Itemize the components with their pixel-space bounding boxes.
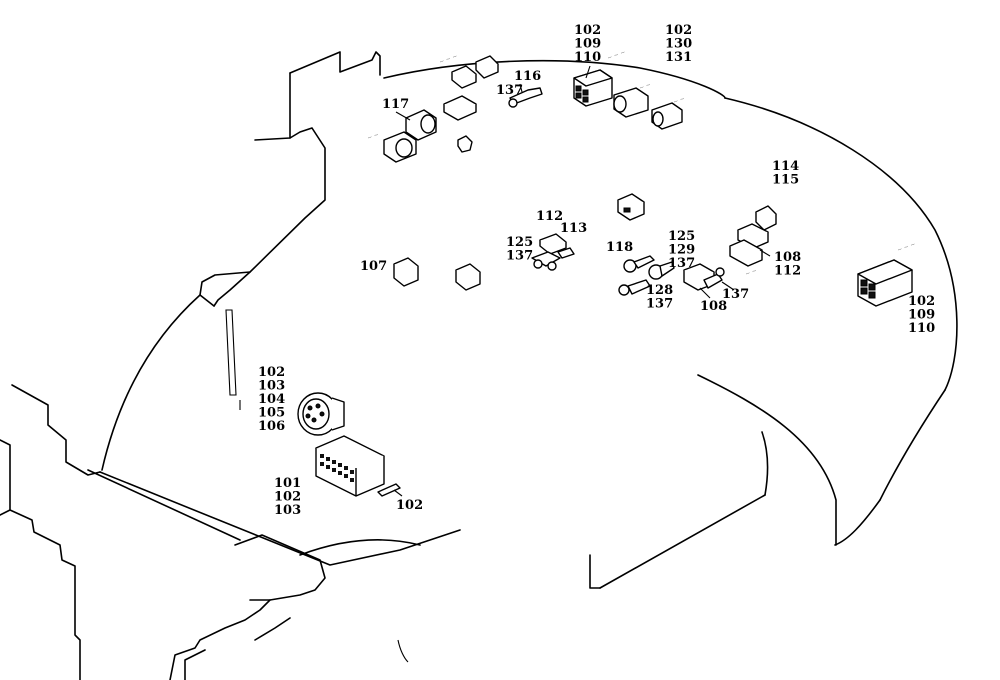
callout-number: 105 [258, 406, 285, 421]
leader-108 [759, 249, 771, 257]
callout-c-118: 118 [606, 240, 633, 255]
connector-107 [393, 257, 481, 291]
callout-c-113: 113 [560, 221, 587, 236]
callout-number: 102 [274, 490, 301, 505]
callout-number: 125 [506, 235, 533, 250]
callout-number: 130 [665, 37, 692, 52]
callout-number: 109 [574, 37, 601, 52]
callout-number: 116 [514, 69, 541, 84]
connector-102-109-110-right [857, 259, 913, 307]
callout-number: 113 [560, 221, 587, 236]
callout-number: 131 [665, 50, 692, 65]
svg-text:~ ~ ~: ~ ~ ~ [896, 241, 916, 254]
svg-text:~ ~ ~: ~ ~ ~ [606, 49, 626, 62]
callout-number: 137 [722, 287, 749, 302]
callout-number: 103 [258, 379, 285, 394]
callout-number: 101 [274, 476, 301, 491]
svg-text:~ ~: ~ ~ [638, 81, 652, 92]
callout-number: 103 [274, 503, 301, 518]
callout-number: 102 [574, 23, 601, 38]
callout-number: 137 [646, 297, 673, 312]
terminal-116 [508, 83, 543, 108]
callout-number: 129 [668, 243, 695, 258]
callout-number: 114 [772, 159, 799, 174]
parts [297, 55, 913, 497]
callout-c-117: 117 [382, 97, 409, 112]
callout-number: 118 [606, 240, 633, 255]
leader-108b [699, 287, 711, 299]
callout-c-107: 107 [360, 259, 387, 274]
round-connector-102-106 [297, 392, 345, 436]
callout-number: 117 [382, 97, 409, 112]
callout-number: 128 [646, 283, 673, 298]
callout-number: 137 [496, 83, 523, 98]
svg-text:~ ~: ~ ~ [672, 95, 686, 106]
callout-c-108b: 108 [700, 299, 727, 314]
multipin-block-101-103 [315, 435, 401, 497]
callout-number: 102 [908, 294, 935, 309]
callout-number: 102 [665, 23, 692, 38]
svg-text:~ ~ ~: ~ ~ ~ [438, 53, 458, 66]
terminal-118 [618, 255, 675, 296]
callout-c-116: 116 [514, 69, 541, 84]
callout-number: 137 [668, 256, 695, 271]
callout-number: 112 [536, 209, 563, 224]
svg-text:~ ~: ~ ~ [744, 267, 758, 278]
callout-c-137b: 137 [722, 287, 749, 302]
connector-102-109-110-top [573, 65, 613, 107]
leader-pin [393, 489, 403, 497]
connector-group-top-left [443, 55, 499, 153]
callout-number: 106 [258, 419, 285, 434]
callout-number: 107 [360, 259, 387, 274]
callout-number: 108 [700, 299, 727, 314]
connector-center [617, 193, 645, 221]
callout-number: 110 [908, 321, 935, 336]
callout-number: 112 [774, 264, 801, 279]
terminal-112-113 [531, 233, 575, 271]
reference-marks: ~ ~ ~ ~ ~ ~ ~ ~ ~ ~ ~ ~ ~ ~ ~ ~ ~ [366, 49, 916, 278]
callout-number: 137 [506, 249, 533, 264]
callout-number: 115 [772, 173, 799, 188]
callout-number: 102 [396, 498, 423, 513]
callout-number: 109 [908, 308, 935, 323]
callout-c-137a: 137 [496, 83, 523, 98]
callout-number: 108 [774, 250, 801, 265]
callout-number: 125 [668, 229, 695, 244]
machine-outline [0, 51, 958, 680]
svg-text:~ ~: ~ ~ [366, 131, 380, 142]
callout-number: 102 [258, 365, 285, 380]
callout-c-pin: 102 [396, 498, 423, 513]
connector-108-112 [729, 205, 777, 267]
callout-number: 104 [258, 392, 285, 407]
connector-117 [383, 109, 437, 163]
callout-c-112: 112 [536, 209, 563, 224]
leader-137 [721, 281, 735, 291]
connector-108-lower [683, 263, 725, 291]
connector-102-130-131 [613, 87, 683, 130]
callout-number: 110 [574, 50, 601, 65]
